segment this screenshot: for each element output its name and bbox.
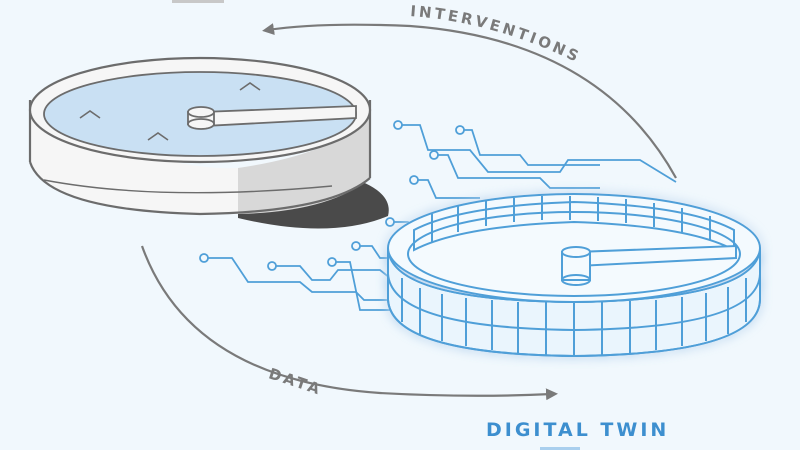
- digital-twin-label: DIGITAL TWIN: [486, 419, 669, 441]
- cropped-bottom-label: [540, 447, 580, 450]
- interventions-arrow: [262, 23, 677, 179]
- cropped-top-label: [172, 0, 224, 3]
- digital-twin-tank-icon: [387, 193, 761, 358]
- data-arrow: [140, 245, 558, 401]
- data-label: DATA: [267, 365, 325, 399]
- circuit-nodes: [199, 120, 465, 271]
- clarifier-tank-icon: [28, 56, 389, 229]
- interventions-label: INTERVENTIONS: [410, 2, 584, 67]
